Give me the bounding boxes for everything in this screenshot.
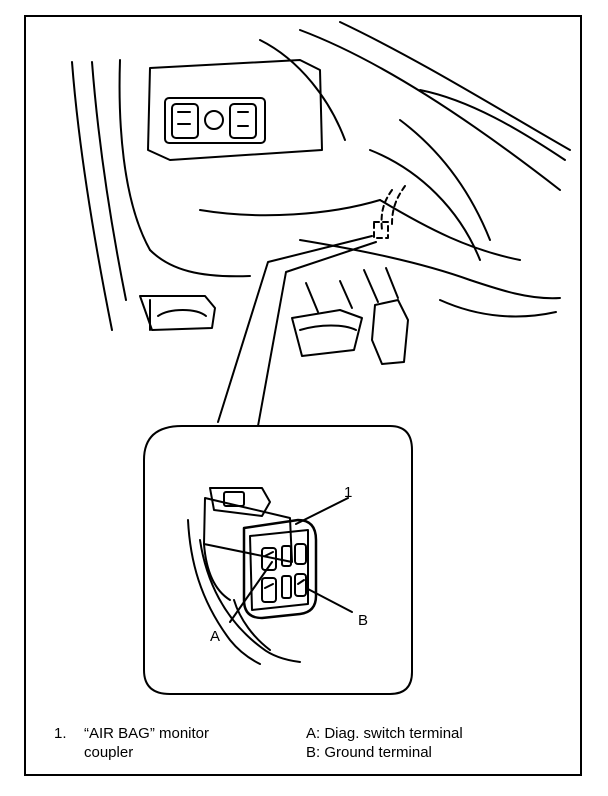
figure-frame (24, 15, 582, 776)
zoom-leader (217, 235, 377, 427)
legend-item-b: B: Ground terminal (306, 744, 432, 761)
dashboard-drawing (71, 21, 571, 331)
callout-a-label: A (210, 628, 221, 645)
left-bracket (139, 295, 216, 331)
legend-item-1: 1. “AIR BAG” monitor coupler (54, 724, 294, 766)
legend-item-a: A: Diag. switch terminal (306, 725, 463, 742)
pedals (291, 267, 409, 365)
callout-1-label: 1 (344, 484, 353, 501)
switch-panel (147, 59, 323, 161)
legend-item-1-number: 1. (54, 725, 67, 742)
zoom-bubble (143, 425, 413, 695)
legend-item-1-line1: “AIR BAG” monitor (84, 725, 210, 742)
airbag-monitor-coupler (187, 487, 318, 665)
callout-b-label: B (358, 612, 369, 629)
legend-item-1-line2: coupler (84, 744, 134, 761)
connector-location (373, 185, 406, 239)
legend-terminals: A: Diag. switch terminal B: Ground termi… (306, 724, 566, 766)
callout-leaders (229, 497, 353, 623)
